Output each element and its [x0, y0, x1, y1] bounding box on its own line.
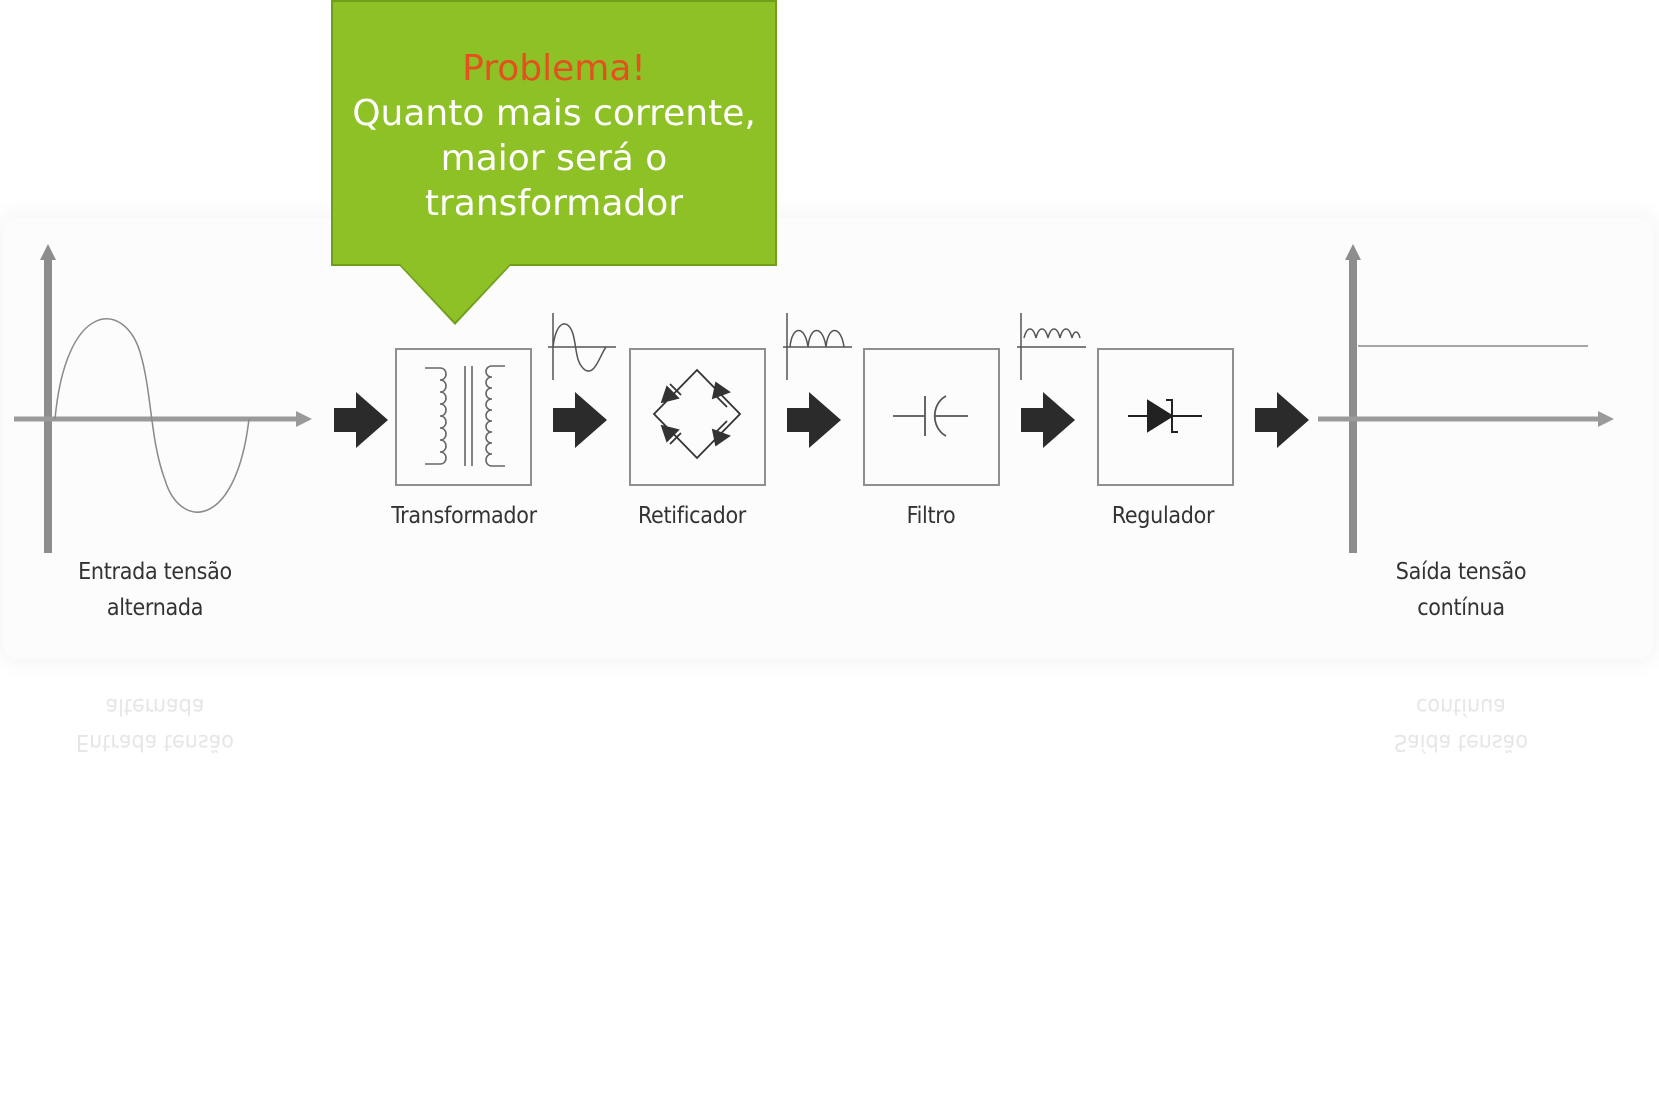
input-label-reflection: Entrada tensão alternada [76, 693, 234, 755]
stage-label-rectifier: Retificador [637, 503, 747, 529]
output-waveform-graph [1318, 244, 1614, 553]
regulator-box [1097, 348, 1234, 486]
transformer-box [395, 348, 532, 486]
sine-wave [54, 318, 250, 513]
stage-label-regulator: Regulador [1111, 503, 1215, 529]
input-waveform-graph [14, 244, 312, 553]
filter-box [863, 348, 1000, 486]
arrow-right-icon [1021, 392, 1075, 448]
arrow-right-icon [334, 392, 388, 448]
filtered-ripple-icon [1017, 313, 1086, 380]
flow-arrows [334, 392, 1309, 448]
stage-label-filter: Filtro [906, 503, 956, 529]
rectifier-box [629, 348, 766, 486]
full-wave-rectified-icon [783, 313, 852, 380]
ac-sine-icon [548, 313, 616, 380]
diagram-panel [3, 218, 1653, 658]
stage-boxes [395, 348, 1234, 486]
capacitor-icon [893, 395, 968, 437]
problem-callout: Problema! Quanto mais corrente, maior se… [331, 0, 777, 266]
callout-pointer [400, 264, 510, 322]
output-label-line2: contínua [1417, 595, 1505, 621]
bridge-rectifier-icon [652, 368, 742, 460]
output-label-reflection: Saída tensão contínua [1393, 693, 1529, 755]
callout-heading: Problema! [462, 48, 646, 89]
stage-label-transformer: Transformador [391, 503, 537, 529]
arrow-right-icon [1255, 392, 1309, 448]
input-label-line2: alternada [106, 595, 204, 621]
input-label: Entrada tensão alternada [55, 554, 255, 626]
output-label: Saída tensão contínua [1361, 554, 1561, 626]
arrow-right-icon [553, 392, 607, 448]
zener-diode-icon [1128, 399, 1202, 433]
output-label-line1: Saída tensão [1395, 559, 1527, 585]
transformer-icon [425, 365, 505, 467]
input-label-line1: Entrada tensão [78, 559, 232, 585]
callout-body: Quanto mais corrente, maior será o trans… [352, 93, 756, 224]
arrow-right-icon [787, 392, 841, 448]
